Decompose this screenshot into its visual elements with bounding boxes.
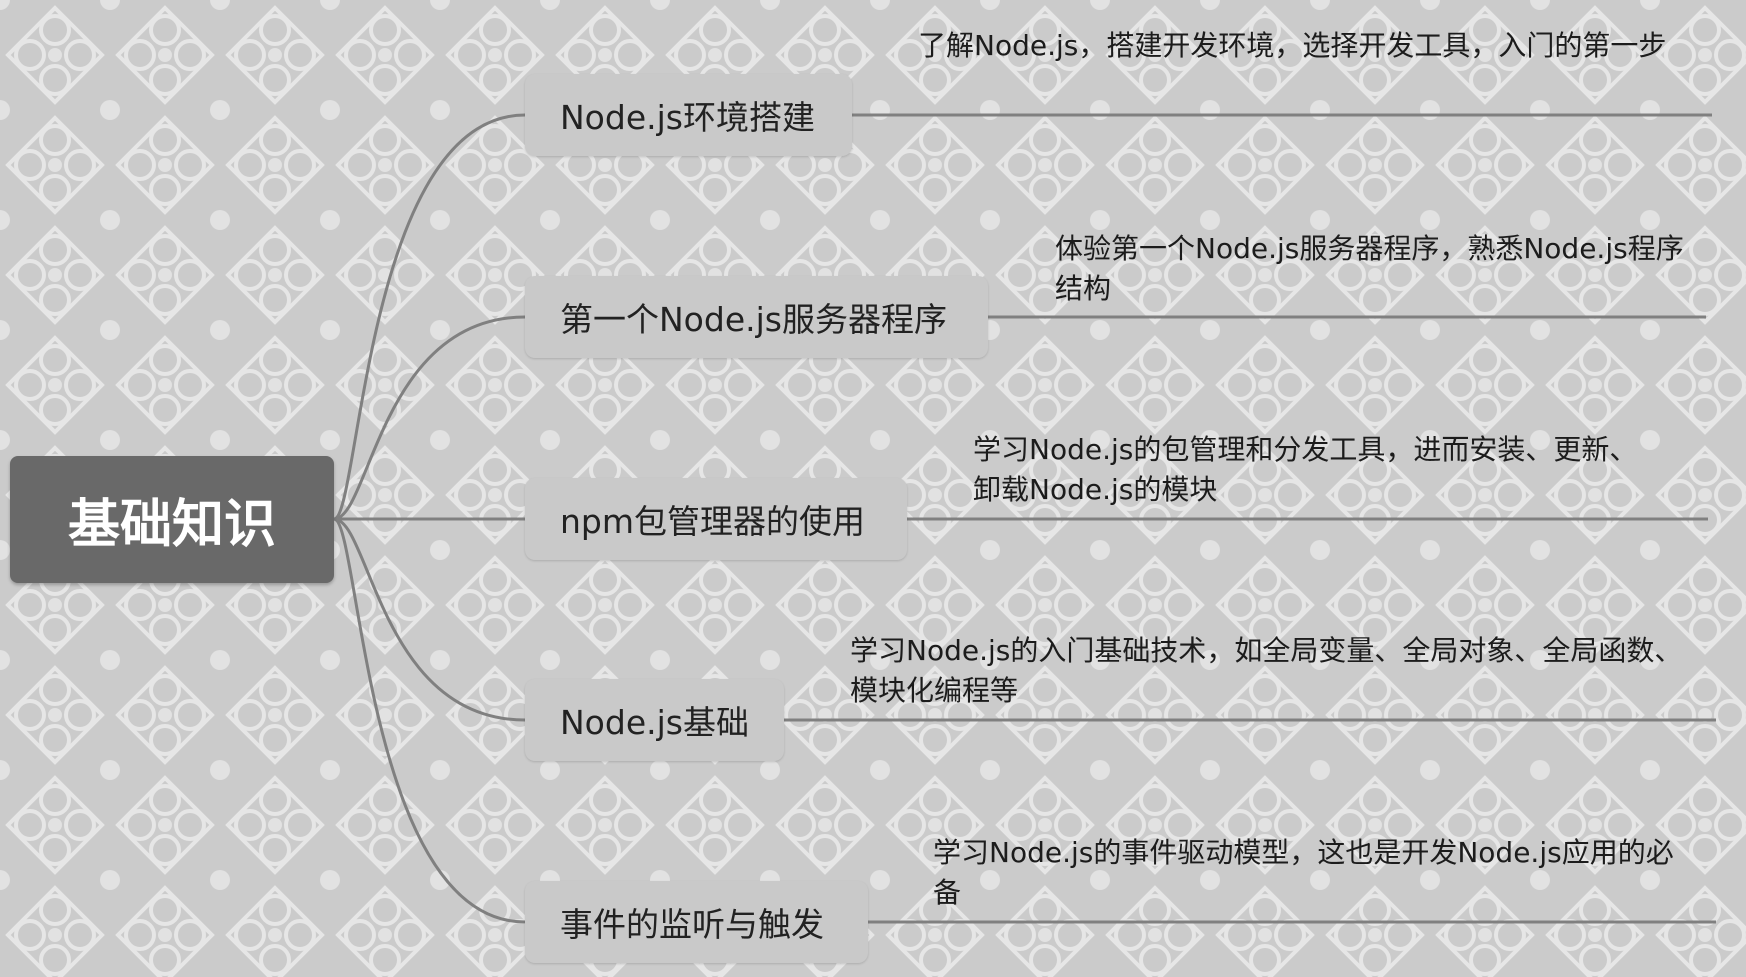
connector-branch-2 xyxy=(333,315,526,521)
branch-description-env-setup: 了解Node.js，搭建开发环境，选择开发工具，入门的第一步 xyxy=(918,29,1667,62)
connector-branch-1 xyxy=(333,113,526,521)
branch-node-npm[interactable]: npm包管理器的使用 xyxy=(525,478,907,560)
branch-description-basics: 学习Node.js的入门基础技术，如全局变量、全局对象、全局函数、模块化编程等 xyxy=(850,634,1683,707)
connector-branch-4 xyxy=(333,517,526,722)
branch-node-events[interactable]: 事件的监听与触发 xyxy=(525,881,868,963)
branch-node-basics[interactable]: Node.js基础 xyxy=(525,679,784,761)
branch-description-first-server: 体验第一个Node.js服务器程序，熟悉Node.js程序结构 xyxy=(1055,232,1684,305)
root-node[interactable]: 基础知识 xyxy=(10,456,334,583)
branch-node-env-setup[interactable]: Node.js环境搭建 xyxy=(525,74,852,156)
branch-description-npm: 学习Node.js的包管理和分发工具，进而安装、更新、卸载Node.js的模块 xyxy=(973,433,1638,506)
connector-branch-5 xyxy=(333,517,526,924)
branch-description-events: 学习Node.js的事件驱动模型，这也是开发Node.js应用的必备 xyxy=(933,836,1674,909)
branch-node-first-server[interactable]: 第一个Node.js服务器程序 xyxy=(525,276,988,358)
